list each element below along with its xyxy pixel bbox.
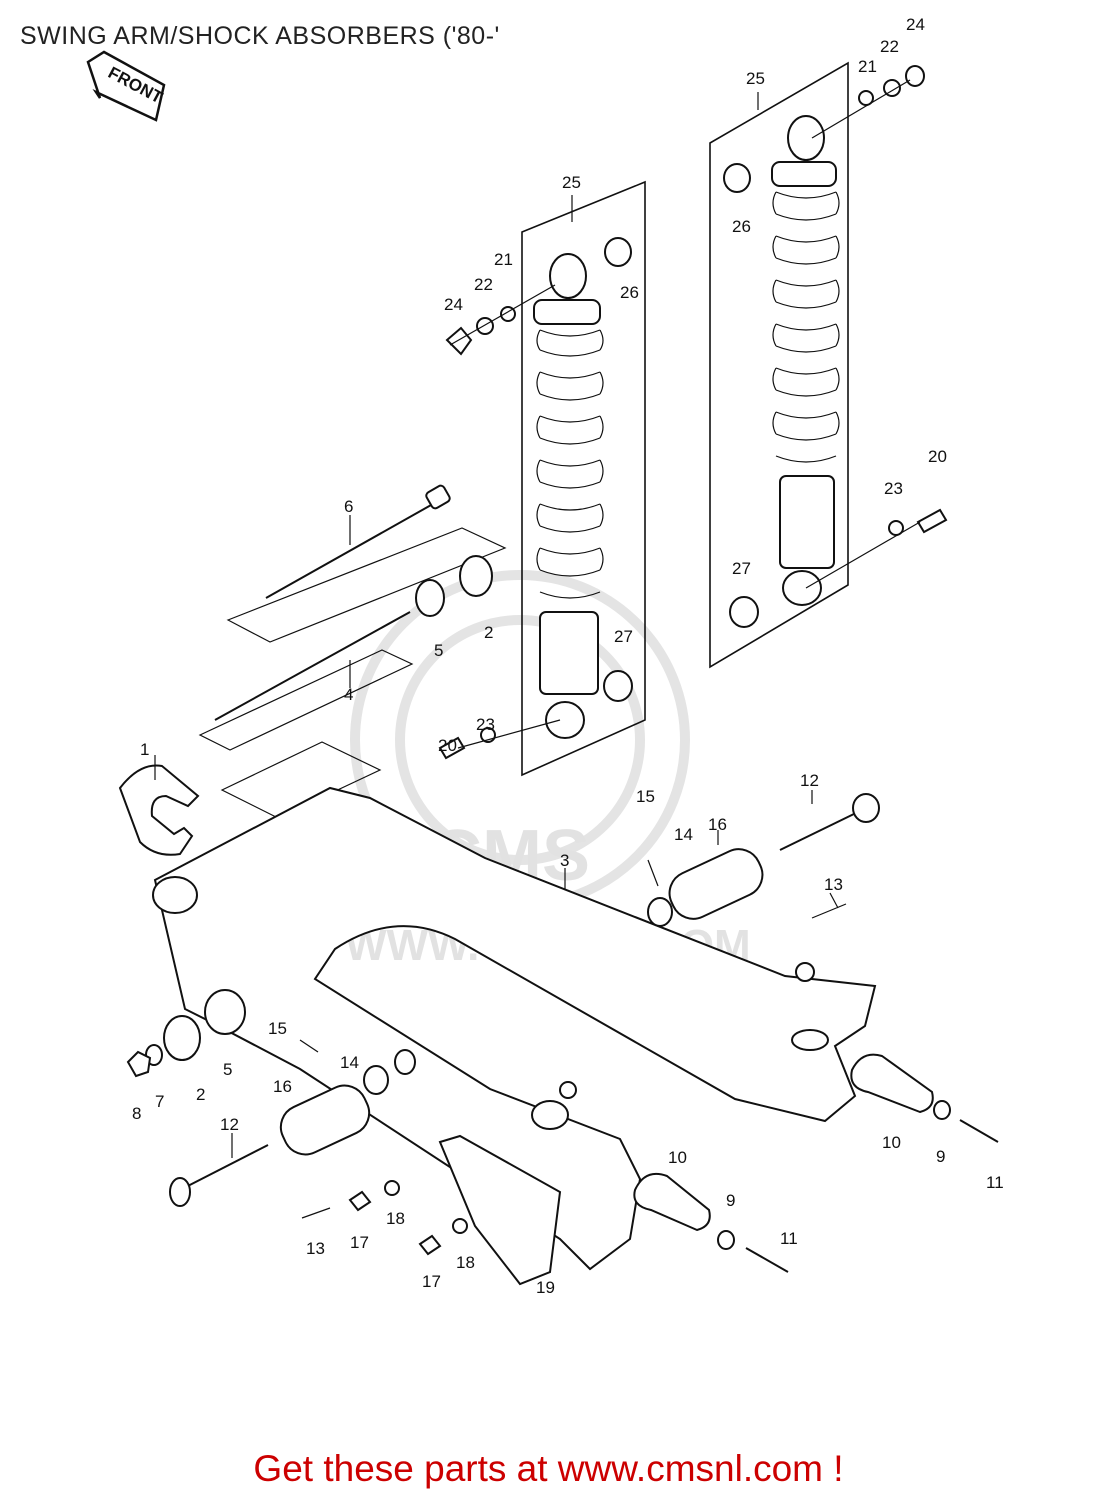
leader-lines bbox=[154, 92, 839, 1158]
pivot-components bbox=[198, 484, 507, 819]
callout-20: 20 bbox=[928, 447, 947, 466]
callout-22: 22 bbox=[474, 275, 493, 294]
callout-numbers: 1 2 2 3 4 5 5 6 7 8 9 9 10 10 11 11 12 1… bbox=[132, 15, 1004, 1297]
callout-24: 24 bbox=[444, 295, 463, 314]
footer-promo-text: Get these parts at www.cmsnl.com ! bbox=[253, 1448, 844, 1489]
callout-9: 9 bbox=[936, 1147, 945, 1166]
swing-arm-body bbox=[152, 786, 877, 1271]
callout-6: 6 bbox=[344, 497, 353, 516]
callout-17: 17 bbox=[350, 1233, 369, 1252]
callout-13: 13 bbox=[306, 1239, 325, 1258]
diagram-title: SWING ARM/SHOCK ABSORBERS ('80-' bbox=[20, 22, 500, 50]
callout-11: 11 bbox=[780, 1229, 798, 1248]
callout-23: 23 bbox=[476, 715, 495, 734]
callout-9: 9 bbox=[726, 1191, 735, 1210]
callout-21: 21 bbox=[858, 57, 877, 76]
callout-14: 14 bbox=[340, 1053, 359, 1072]
callout-15: 15 bbox=[636, 787, 655, 806]
left-footrest bbox=[169, 1039, 416, 1219]
callout-21: 21 bbox=[494, 250, 513, 269]
callout-2: 2 bbox=[484, 623, 493, 642]
callout-11: 11 bbox=[986, 1173, 1004, 1192]
callout-1: 1 bbox=[140, 740, 149, 759]
callout-12: 12 bbox=[800, 771, 819, 790]
callout-25: 25 bbox=[746, 69, 765, 88]
callout-27: 27 bbox=[732, 559, 751, 578]
callout-5: 5 bbox=[223, 1060, 232, 1079]
callout-25: 25 bbox=[562, 173, 581, 192]
callout-3: 3 bbox=[560, 851, 569, 870]
callout-14: 14 bbox=[674, 825, 693, 844]
callout-16: 16 bbox=[708, 815, 727, 834]
callout-18: 18 bbox=[456, 1253, 475, 1272]
callout-27: 27 bbox=[614, 627, 633, 646]
chain-guard-clip bbox=[118, 764, 200, 856]
callout-8: 8 bbox=[132, 1104, 141, 1123]
callout-24: 24 bbox=[906, 15, 925, 34]
callout-26: 26 bbox=[732, 217, 751, 236]
left-pivot-hardware bbox=[126, 989, 246, 1078]
callout-18: 18 bbox=[386, 1209, 405, 1228]
callout-20: 20 bbox=[438, 736, 457, 755]
callout-16: 16 bbox=[273, 1077, 292, 1096]
callout-19: 19 bbox=[536, 1278, 555, 1297]
callout-10: 10 bbox=[668, 1148, 687, 1167]
callout-15: 15 bbox=[268, 1019, 287, 1038]
callout-10: 10 bbox=[882, 1133, 901, 1152]
callout-2: 2 bbox=[196, 1085, 205, 1104]
torque-links bbox=[633, 1053, 999, 1273]
right-footrest bbox=[647, 793, 880, 927]
callout-22: 22 bbox=[880, 37, 899, 56]
callout-7: 7 bbox=[155, 1092, 164, 1111]
callout-12: 12 bbox=[220, 1115, 239, 1134]
right-shock-absorber bbox=[709, 61, 948, 669]
front-direction-arrow: FRONT bbox=[86, 50, 166, 122]
callout-4: 4 bbox=[344, 685, 353, 704]
caliper-bracket bbox=[348, 1134, 562, 1286]
callout-26: 26 bbox=[620, 283, 639, 302]
callout-13: 13 bbox=[824, 875, 843, 894]
left-shock-absorber bbox=[438, 180, 646, 777]
callout-23: 23 bbox=[884, 479, 903, 498]
callout-17: 17 bbox=[422, 1272, 441, 1291]
callout-5: 5 bbox=[434, 641, 443, 660]
